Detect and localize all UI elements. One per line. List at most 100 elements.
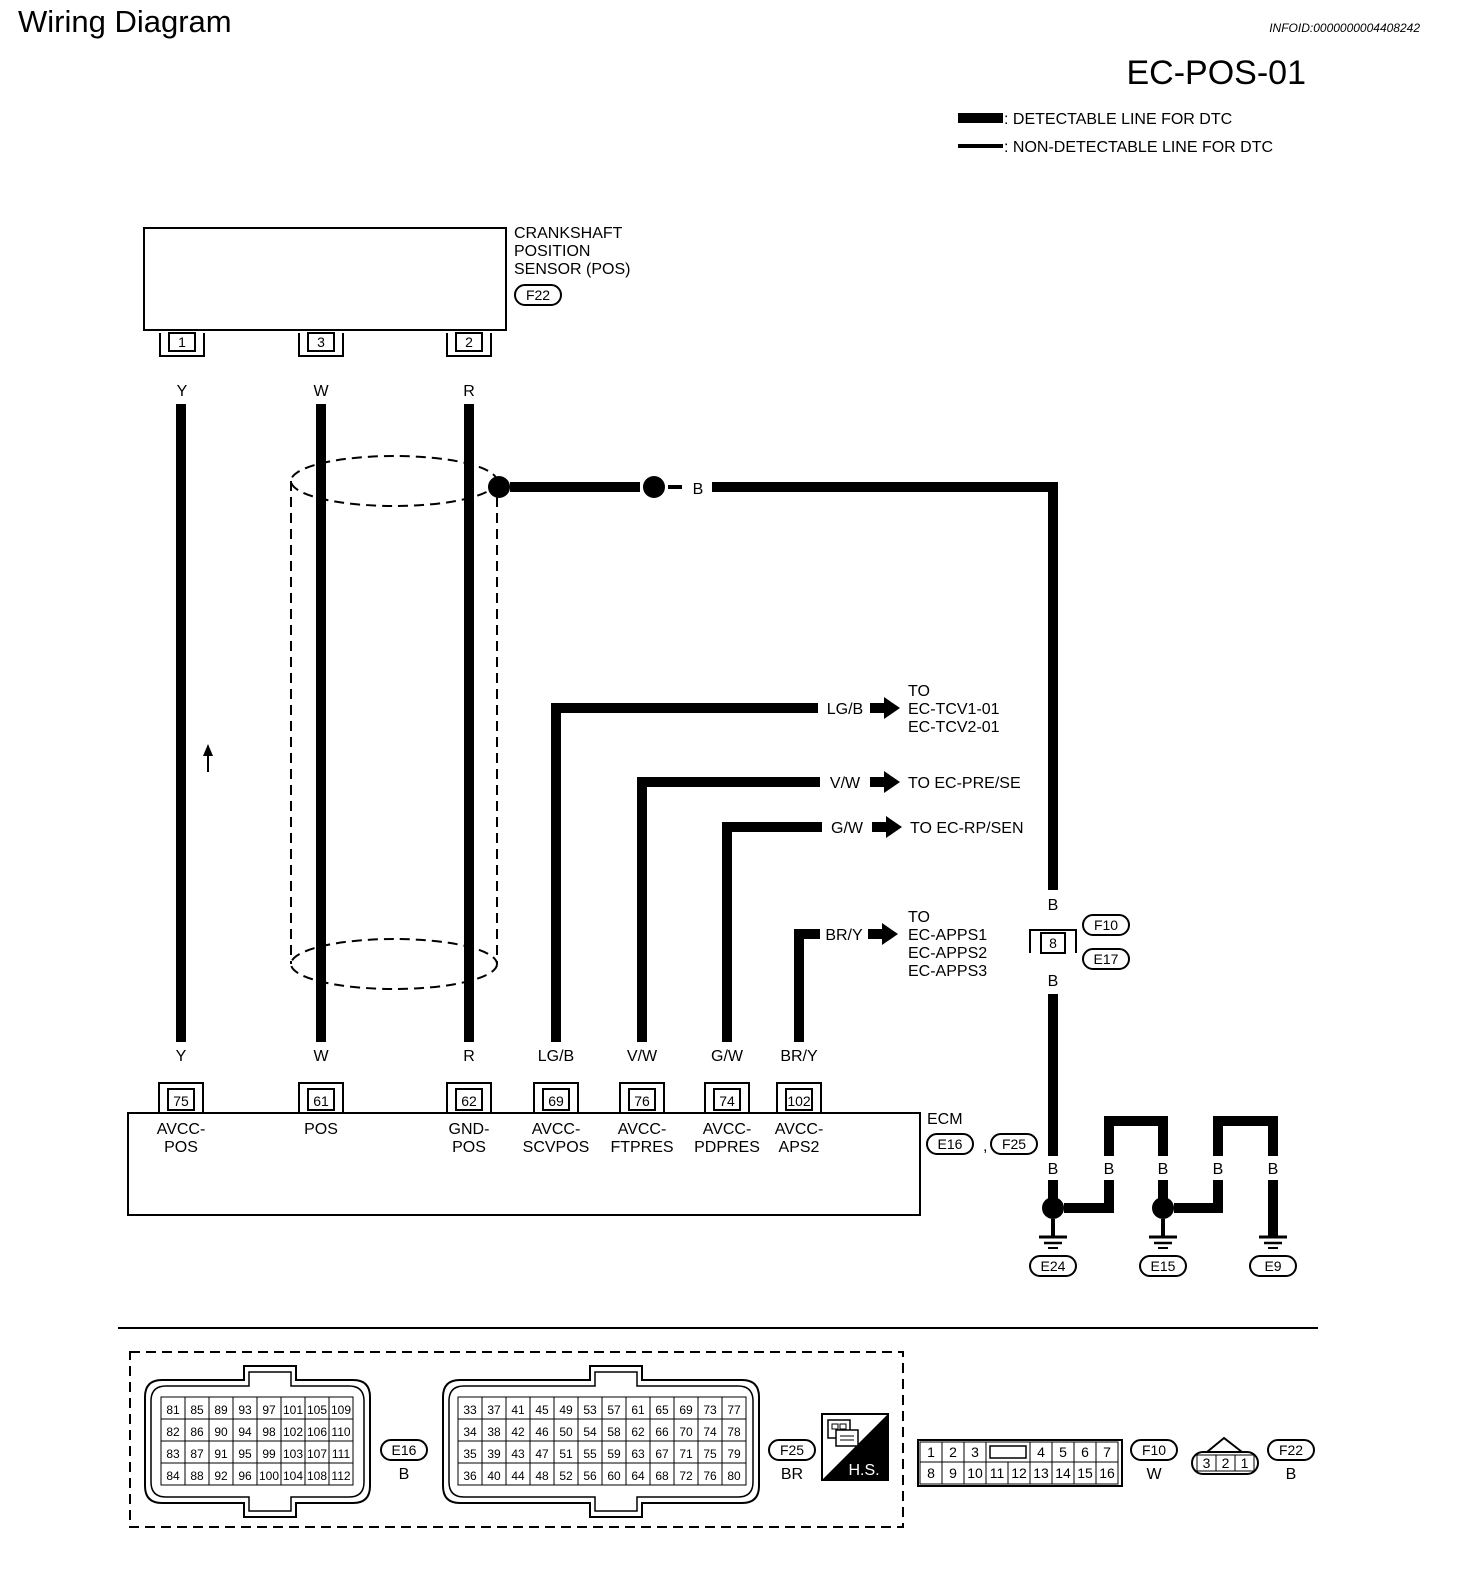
pin-number: 37 xyxy=(487,1403,501,1417)
pin-number: 95 xyxy=(238,1447,252,1461)
shield-wire-color: B xyxy=(693,481,704,498)
pin-number: 10 xyxy=(967,1465,983,1481)
ecm-pins: Y75AVCC-POSW61POSR62GND-POSLG/B69AVCC-SC… xyxy=(157,1048,824,1156)
branch-lgb-color: LG/B xyxy=(827,701,863,718)
ground-splice-dot-2 xyxy=(1152,1197,1174,1219)
ground-splice-dot-1 xyxy=(1042,1197,1064,1219)
pin-cell xyxy=(721,1462,747,1486)
hs-badge-text: H.S. xyxy=(848,1462,879,1479)
joint-connector-label-1: F10 xyxy=(1094,917,1118,933)
pin-number: 61 xyxy=(631,1403,645,1417)
pin-number: 59 xyxy=(607,1447,621,1461)
ground-wire-color-4: B xyxy=(1213,1161,1224,1178)
f25-badge xyxy=(768,1439,816,1461)
pin-number: 88 xyxy=(190,1469,204,1483)
pin-number: 70 xyxy=(679,1425,693,1439)
ecm-connector-badge-2 xyxy=(990,1133,1038,1155)
sensor-connector-badge xyxy=(514,284,562,306)
f22-color: B xyxy=(1286,1466,1297,1483)
pin-number: 56 xyxy=(583,1469,597,1483)
branch-gw-dest-1: TO EC-RP/SEN xyxy=(910,820,1024,837)
ecm-connector-label-1: E16 xyxy=(938,1136,963,1152)
ecm-connector-separator: , xyxy=(983,1138,987,1155)
ecm-pin-name-line: POS xyxy=(452,1139,486,1156)
pin-number: 109 xyxy=(331,1403,351,1417)
pin-number: 79 xyxy=(727,1447,741,1461)
pin-number: 93 xyxy=(238,1403,252,1417)
pin-number: 90 xyxy=(214,1425,228,1439)
pin-number: 85 xyxy=(190,1403,204,1417)
pin-number: 60 xyxy=(607,1469,621,1483)
pin-number: 34 xyxy=(463,1425,477,1439)
ecm-pin-name-line: AVCC- xyxy=(703,1121,752,1138)
pin-number: 43 xyxy=(511,1447,525,1461)
joint-connector: B 8 F10 E17 B xyxy=(1029,897,1130,1156)
pin-cell xyxy=(328,1462,354,1486)
pin-number: 96 xyxy=(238,1469,252,1483)
pin-number: 11 xyxy=(990,1465,1005,1481)
shield-drain-wire: B xyxy=(488,476,1058,890)
ecm-pin-name-line: FTPRES xyxy=(610,1139,673,1156)
pin-number: 12 xyxy=(1011,1465,1027,1481)
joint-connector-badge-1 xyxy=(1082,914,1130,936)
pin-number: 58 xyxy=(607,1425,621,1439)
pin-number: 80 xyxy=(727,1469,741,1483)
joint-connector-badge-2 xyxy=(1082,948,1130,970)
ecm-pin-name-line: AVCC- xyxy=(532,1121,581,1138)
pin-number: 1 xyxy=(927,1444,935,1460)
pin-number: 55 xyxy=(583,1447,597,1461)
ecm-pin-wire-color: R xyxy=(463,1048,475,1065)
sensor-pin-1-color: Y xyxy=(177,383,188,400)
pin-number: 36 xyxy=(463,1469,477,1483)
arrow-right-icon xyxy=(870,771,900,793)
pin-number: 84 xyxy=(166,1469,180,1483)
ecm-pin-name-line: SCVPOS xyxy=(523,1139,590,1156)
pin-number: 111 xyxy=(332,1447,351,1461)
ecm-pin-wire-color: V/W xyxy=(627,1048,658,1065)
pin-number: 47 xyxy=(535,1447,549,1461)
pin-number: 35 xyxy=(463,1447,477,1461)
pin-number: 66 xyxy=(655,1425,669,1439)
branch-vw-color: V/W xyxy=(830,775,861,792)
pin-number: 62 xyxy=(631,1425,645,1439)
pin-number: 71 xyxy=(679,1447,693,1461)
pin-number: 65 xyxy=(655,1403,669,1417)
ground-icon xyxy=(1259,1235,1287,1249)
ecm-pin-number: 74 xyxy=(719,1093,735,1109)
pin-number: 106 xyxy=(307,1425,327,1439)
joint-pin-label: 8 xyxy=(1049,935,1057,951)
pin-number: 73 xyxy=(703,1403,717,1417)
ground-badge-e24 xyxy=(1029,1255,1077,1277)
pin-number: 5 xyxy=(1059,1444,1067,1460)
sensor-pin-2: 2 R xyxy=(446,332,492,400)
pin-number: 64 xyxy=(631,1469,645,1483)
branch-lgb-dest-3: EC-TCV2-01 xyxy=(908,719,1000,736)
ecm-pin-name-line: AVCC- xyxy=(775,1121,824,1138)
pin-cell xyxy=(1095,1461,1119,1485)
pin-number: 16 xyxy=(1099,1465,1115,1481)
ground-wire-color-5: B xyxy=(1268,1161,1279,1178)
pin-number: 15 xyxy=(1077,1465,1093,1481)
branch-lgb-dest-2: EC-TCV1-01 xyxy=(908,701,1000,718)
joint-bottom-color: B xyxy=(1048,973,1059,990)
arrow-right-icon xyxy=(870,697,900,719)
ground-badge-e15 xyxy=(1139,1255,1187,1277)
hs-badge: H.S. xyxy=(821,1413,889,1481)
legend: : DETECTABLE LINE FOR DTC : NON-DETECTAB… xyxy=(958,111,1273,156)
pin-number: 76 xyxy=(703,1469,717,1483)
pin-number: 13 xyxy=(1033,1465,1049,1481)
ecm-body xyxy=(127,1112,921,1216)
pin-number: 38 xyxy=(487,1425,501,1439)
ecm-pin-number: 62 xyxy=(461,1093,477,1109)
pin-number: 89 xyxy=(214,1403,228,1417)
pin-number: 104 xyxy=(283,1469,303,1483)
pin-number: 63 xyxy=(631,1447,645,1461)
sensor-pin-3-label: 3 xyxy=(317,334,325,350)
pin-number: 52 xyxy=(559,1469,573,1483)
